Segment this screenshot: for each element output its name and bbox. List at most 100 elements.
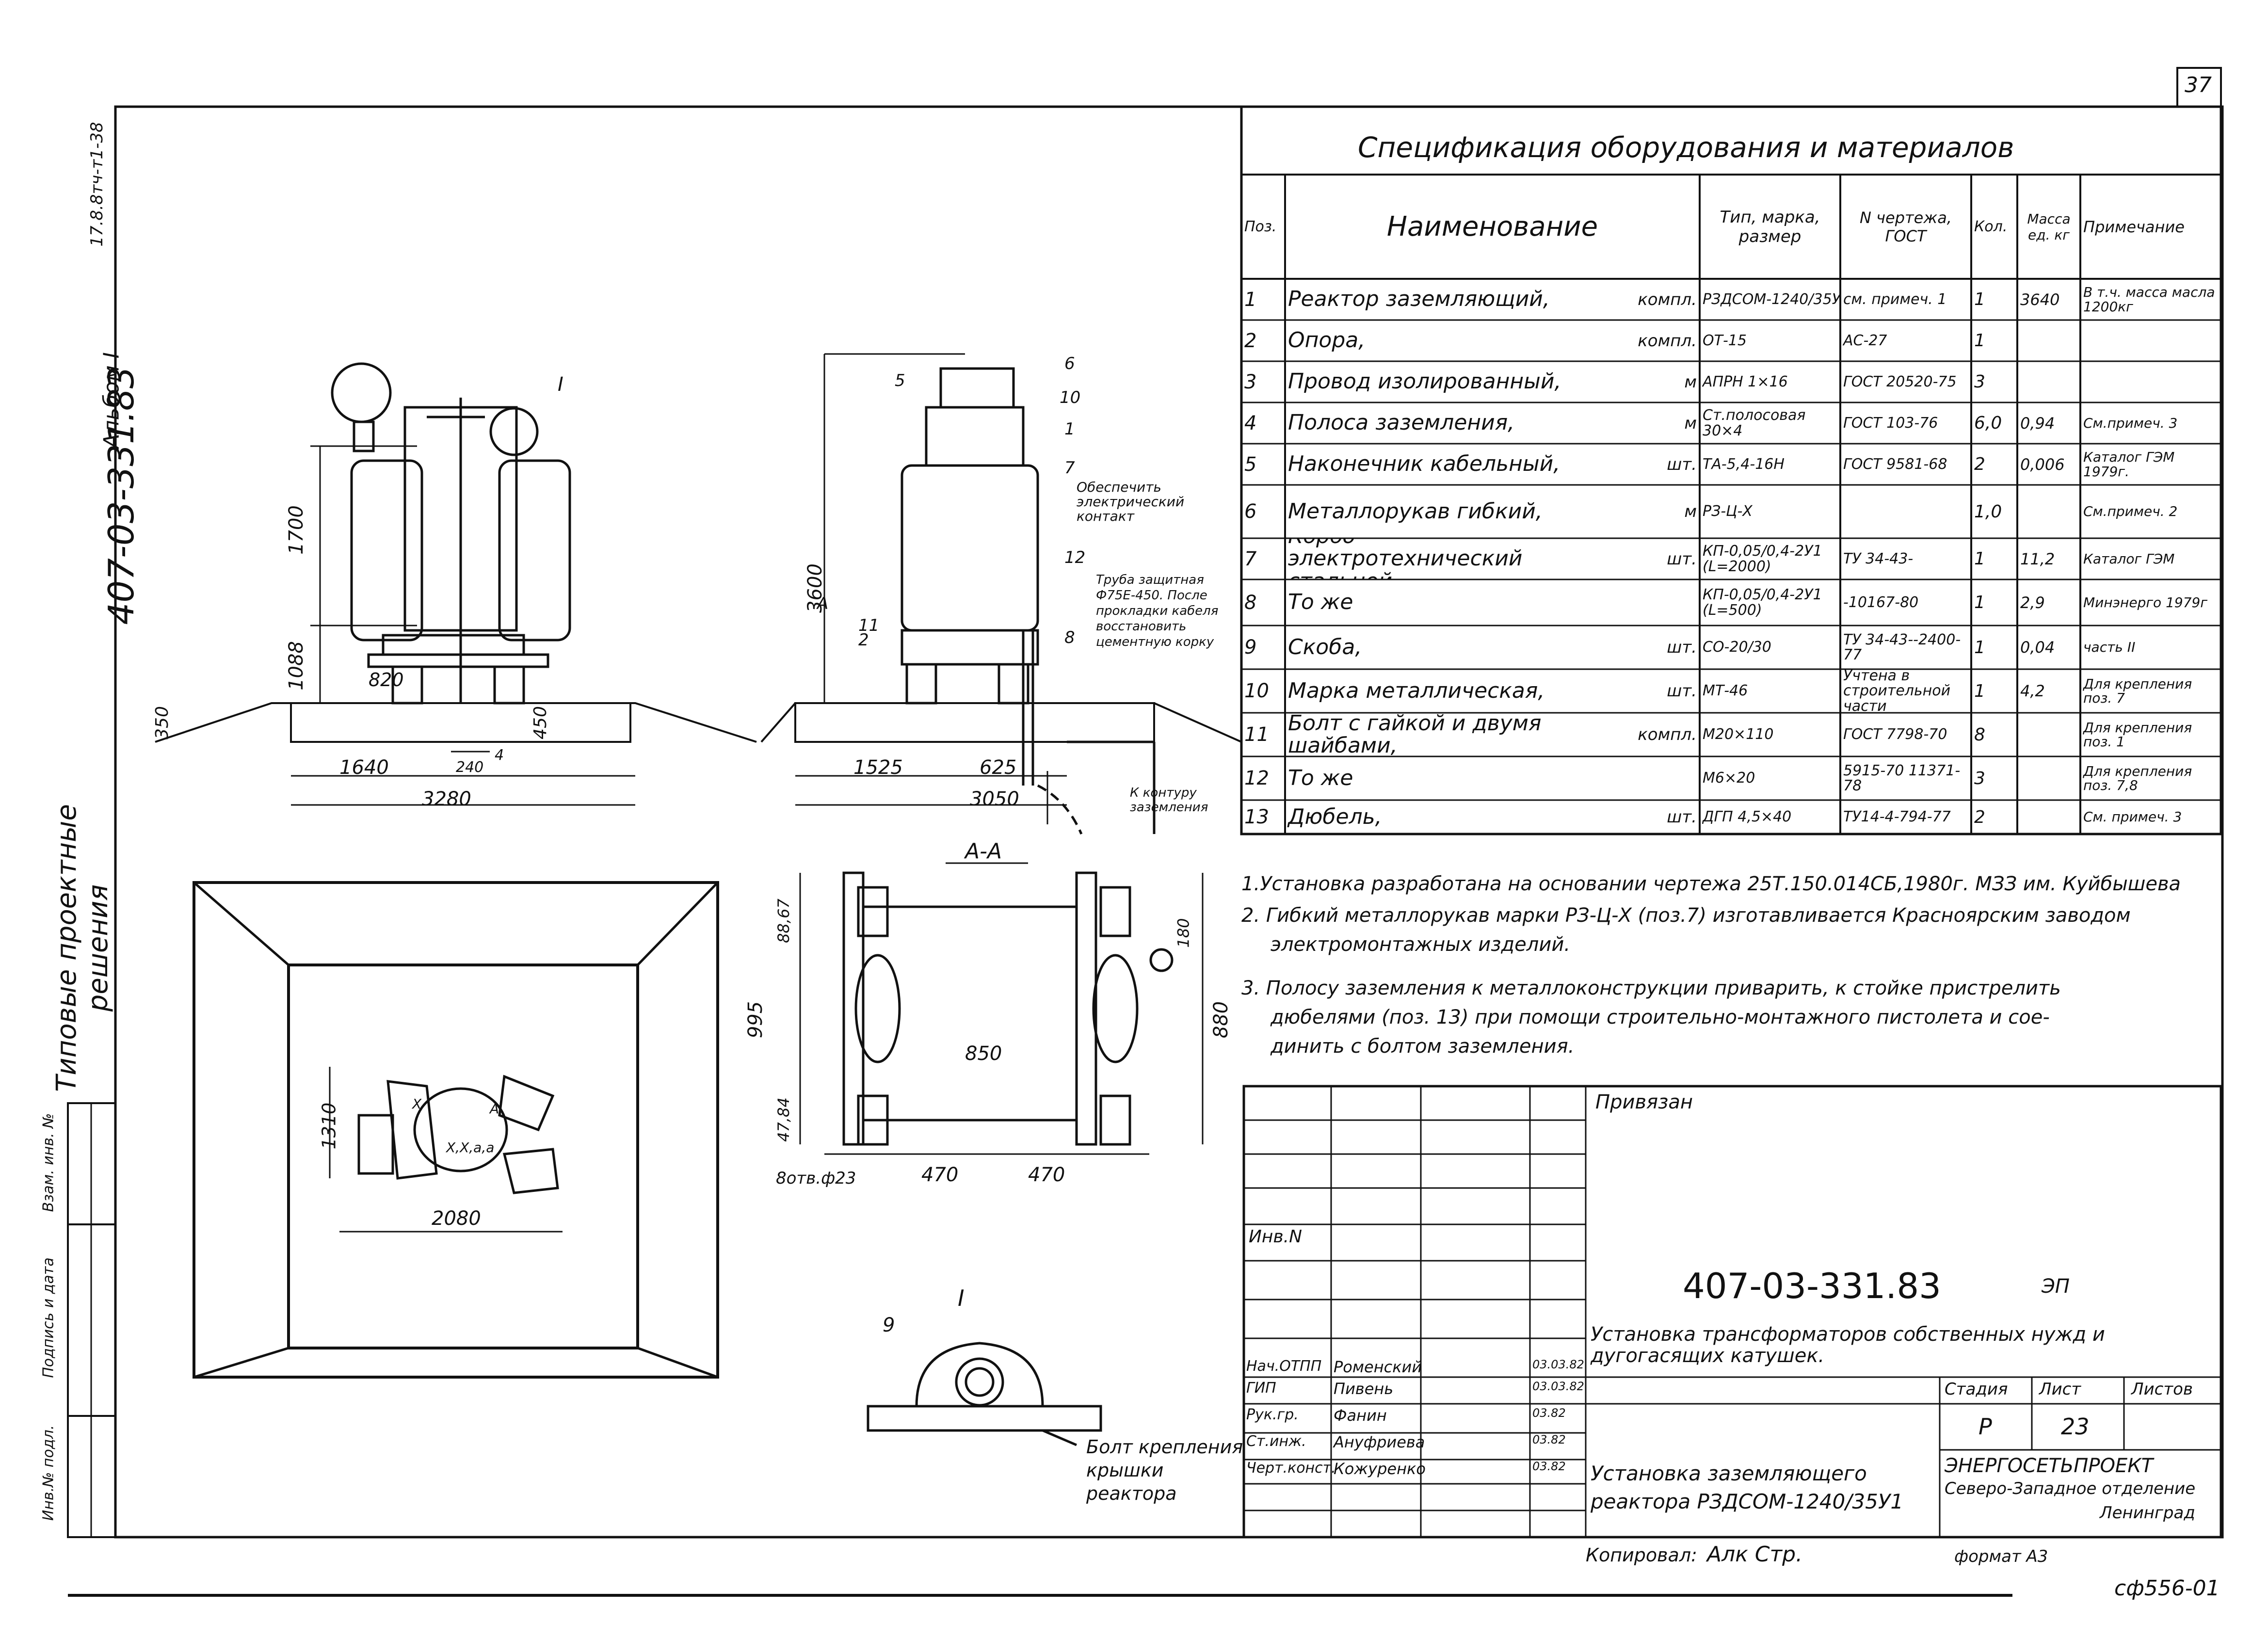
spec-cell-note: См. примеч. 3 (2083, 809, 2182, 825)
spec-header-note: Примечание (2083, 217, 2185, 236)
spec-cell-gost: АС-27 (1843, 332, 1887, 349)
spec-cell-note: Каталог ГЭМ (2083, 550, 2175, 567)
dim-995: 995 (744, 1001, 767, 1039)
sheet-value: 23 (2061, 1413, 2090, 1440)
front-elevation (291, 362, 635, 806)
spec-cell-gost: Учтена в строительной части (1843, 669, 1951, 713)
spec-cell-name: Наконечник кабельный, (1288, 451, 1560, 477)
spec-cell-qty: 2 (1974, 807, 1985, 827)
spec-cell-qty: 1 (1974, 681, 1985, 701)
spec-cell-type: М20×110 (1703, 726, 1774, 743)
spec-cell-mass: 11,2 (2020, 549, 2055, 568)
spec-cell-mass (2017, 361, 2080, 402)
spec-cell-mass (2017, 800, 2080, 834)
project-title: Установка трансформаторов собственных ну… (1591, 1323, 2105, 1367)
side-note-contact: Обеспечить электрический контакт (1077, 479, 1185, 524)
spec-cell-note: См.примеч. 3 (2083, 415, 2178, 431)
side-title-vertical: Типовые проектные решения (51, 804, 114, 1092)
callout-8: 8 (1064, 628, 1075, 647)
spec-cell-type: ДГП 4,5×40 (1703, 808, 1792, 826)
spec-cell-gost: ГОСТ 20520-75 (1843, 373, 1957, 390)
dim-450: 450 (530, 706, 550, 739)
staff-name: Кожуренко (1334, 1460, 1426, 1478)
privyazan-label: Привязан (1595, 1091, 1693, 1113)
spec-cell-pos: 6 (1244, 500, 1257, 523)
callout-12: 12 (1064, 548, 1086, 567)
spec-cell-unit: шт. (1667, 807, 1697, 827)
left-stamp-inv: Инв.№ подл. (40, 1425, 57, 1521)
dim-625: 625 (980, 756, 1017, 779)
spec-cell-mass: 2,9 (2020, 593, 2045, 612)
detail-pos-9: 9 (883, 1314, 895, 1336)
staff-date: 03.82 (1532, 1460, 1566, 1473)
section-a-a (799, 862, 1204, 1155)
spec-cell-unit: м (1684, 372, 1697, 392)
spec-cell-pos: 7 (1244, 547, 1257, 570)
spec-cell-unit (1576, 756, 1700, 800)
spec-cell-qty: 3 (1974, 372, 1985, 392)
spec-cell-note: В т.ч. масса масла 1200кг (2083, 284, 2215, 315)
copy-code: сф556-01 (2114, 1576, 2220, 1601)
dim-4: 4 (495, 747, 504, 764)
detail-text: Болт крепления крышки реактора (1086, 1436, 1243, 1504)
dim-1088: 1088 (285, 641, 307, 691)
spec-cell-type: АПРН 1×16 (1703, 373, 1788, 390)
spec-cell-type: Ст.полосовая 30×4 (1703, 407, 1806, 439)
spec-cell-gost: ГОСТ 9581-68 (1843, 455, 1947, 473)
spec-cell-name: Дюбель, (1288, 804, 1382, 829)
spec-cell-qty: 1 (1974, 593, 1985, 612)
spec-header-gost: N чертежа, ГОСТ (1860, 208, 1952, 245)
spec-cell-type: ОТ-15 (1703, 332, 1747, 349)
spec-cell-qty: 2 (1974, 454, 1985, 474)
dim-1640: 1640 (339, 756, 389, 779)
spec-cell-gost: ТУ 34-43--2400-77 (1843, 631, 1961, 663)
sheet-title: Установка заземляющего реактора РЗДСОМ-1… (1591, 1461, 1904, 1513)
staff-date: 03.82 (1532, 1433, 1566, 1446)
sheet-frame (114, 105, 2224, 1539)
side-note-ground: К контуру заземления (1130, 786, 1208, 815)
copied-label: Копировал: (1586, 1544, 1697, 1566)
spec-cell-type: СО-20/30 (1703, 639, 1771, 656)
spec-cell-gost: -10167-80 (1843, 594, 1919, 611)
hole-label: 8отв.ф23 (776, 1169, 856, 1188)
spec-header-mass: Масса ед. кг (2027, 210, 2071, 243)
spec-cell-name: Опора, (1288, 328, 1366, 353)
section-a-a-label: А-А (965, 839, 1002, 864)
org-sub: Северо-Западное отделение (1945, 1479, 2196, 1498)
detail-i (867, 1342, 1102, 1446)
stage-label: Стадия (1945, 1380, 2008, 1399)
spec-cell-qty: 1,0 (1974, 501, 2002, 522)
spec-cell-type: ТА-5,4-16Н (1703, 455, 1785, 473)
spec-cell-pos: 1 (1244, 288, 1257, 311)
spec-cell-mass: 0,006 (2020, 455, 2065, 474)
spec-cell-unit: шт. (1667, 549, 1697, 569)
dim-1700: 1700 (285, 505, 307, 555)
spec-cell-pos: 13 (1244, 806, 1269, 828)
spec-cell-note (2080, 320, 2221, 361)
callout-6: 6 (1064, 354, 1075, 373)
spec-cell-qty: 1 (1974, 549, 1985, 569)
plan-dim-2080: 2080 (432, 1207, 481, 1230)
spec-cell-mass (2017, 756, 2080, 800)
spec-cell-note (2080, 361, 2221, 402)
plan-label-x: X (412, 1096, 422, 1112)
copied-sign: Алк Стр. (1707, 1542, 1803, 1567)
left-stamp-replace: Взам. инв. № (40, 1113, 57, 1212)
spec-cell-gost: 5915-70 11371-78 (1843, 762, 1961, 794)
spec-cell-note: Каталог ГЭМ 1979г. (2083, 449, 2175, 480)
staff-name: Роменский (1334, 1358, 1422, 1376)
spec-cell-mass: 0,94 (2020, 414, 2055, 433)
spec-cell-mass: 4,2 (2020, 682, 2045, 700)
staff-role: Рук.гр. (1246, 1406, 1299, 1423)
spec-cell-unit: шт. (1667, 638, 1697, 657)
spec-cell-name: Короб электротехнический стальной, (1288, 538, 1523, 579)
spec-cell-pos: 10 (1244, 680, 1269, 702)
staff-date: 03.03.82 (1532, 1380, 1584, 1393)
dim-88-67: 88,67 (774, 899, 793, 943)
spec-cell-note: Минэнерго 1979г (2083, 594, 2208, 610)
note-2b: электромонтажных изделий. (1271, 933, 1571, 956)
spec-cell-gost: ГОСТ 103-76 (1843, 414, 1938, 432)
staff-role: Нач.ОТПП (1246, 1358, 1322, 1375)
note-3: 3. Полосу заземления к металлоконструкци… (1241, 977, 2061, 999)
spec-cell-pos: 2 (1244, 329, 1257, 352)
